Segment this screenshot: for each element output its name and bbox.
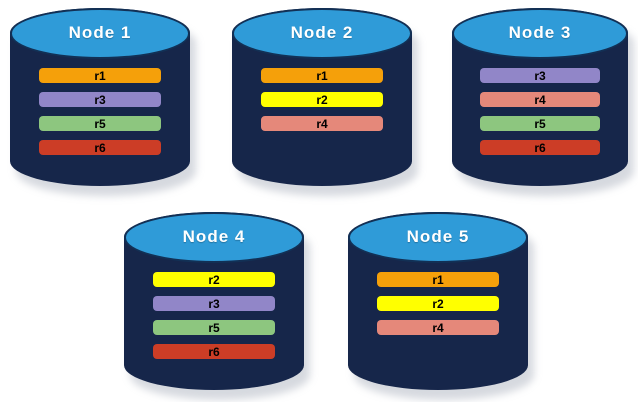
cylinder-top-ellipse (232, 8, 412, 59)
replica-bar-r6[interactable]: r6 (480, 140, 600, 155)
cylinder-top-ellipse (10, 8, 190, 59)
replica-bar-r3[interactable]: r3 (38, 92, 162, 107)
replica-bar-r2[interactable]: r2 (260, 92, 384, 107)
replica-bar-r5[interactable]: r5 (152, 320, 276, 335)
replica-bar-r4[interactable]: r4 (376, 320, 500, 335)
cylinder-top-ellipse (348, 212, 528, 263)
replica-list: r2 r3 r5 r6 (152, 272, 276, 359)
replica-list: r1 r2 r4 (376, 272, 500, 335)
cylinder-top-ellipse (452, 8, 628, 59)
replica-bar-r4[interactable]: r4 (480, 92, 600, 107)
replica-bar-r2[interactable]: r2 (152, 272, 276, 287)
replica-list: r1 r2 r4 (260, 68, 384, 131)
replica-bar-r3[interactable]: r3 (480, 68, 600, 83)
replica-bar-r2[interactable]: r2 (376, 296, 500, 311)
replica-bar-r1[interactable]: r1 (376, 272, 500, 287)
cylinder-top-ellipse (124, 212, 304, 263)
replica-bar-r1[interactable]: r1 (260, 68, 384, 83)
replica-bar-r6[interactable]: r6 (38, 140, 162, 155)
replica-list: r1 r3 r5 r6 (38, 68, 162, 155)
replica-bar-r1[interactable]: r1 (38, 68, 162, 83)
replica-bar-r4[interactable]: r4 (260, 116, 384, 131)
replica-list: r3 r4 r5 r6 (480, 68, 600, 155)
replica-bar-r6[interactable]: r6 (152, 344, 276, 359)
replica-bar-r5[interactable]: r5 (38, 116, 162, 131)
replica-bar-r5[interactable]: r5 (480, 116, 600, 131)
replica-bar-r3[interactable]: r3 (152, 296, 276, 311)
